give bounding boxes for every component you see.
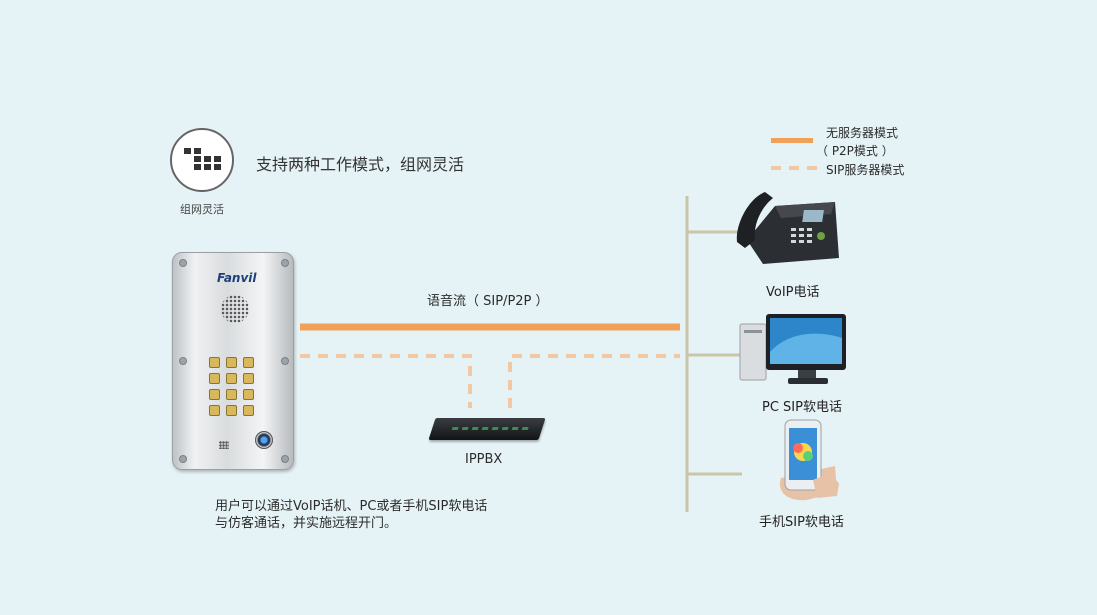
grid-network-icon — [184, 148, 221, 170]
description-line-2: 与仿客通话，并实施远程开门。 — [215, 516, 398, 531]
mobile-phone-icon — [779, 419, 839, 501]
pc-icon — [739, 314, 846, 384]
speaker-grille-icon — [221, 295, 249, 323]
ippbx-device — [428, 418, 546, 440]
voip-phone-icon — [736, 192, 839, 264]
legend-p2p-line — [771, 138, 813, 143]
keypad — [209, 357, 261, 421]
feature-title: 支持两种工作模式，组网灵活 — [256, 155, 465, 174]
microphone-icon — [219, 441, 229, 449]
voip-label: VoIP电话 — [766, 285, 820, 300]
description-line-1: 用户可以通过VoIP话机、PC或者手机SIP软电话 — [215, 499, 488, 514]
call-button-icon — [255, 431, 273, 449]
stream-label: 语音流（ SIP/P2P ） — [427, 294, 549, 309]
sip-path-right — [508, 354, 680, 408]
feature-caption: 组网灵活 — [180, 203, 224, 216]
legend-sip-label: SIP服务器模式 — [826, 163, 905, 177]
feature-icon-circle — [170, 128, 234, 192]
door-station: Fanvil — [172, 252, 294, 470]
pc-label: PC SIP软电话 — [762, 400, 842, 415]
legend-sip-line — [771, 166, 817, 170]
sip-path-left — [300, 354, 472, 408]
ippbx-label: IPPBX — [465, 452, 503, 467]
brand-logo: Fanvil — [217, 271, 257, 285]
mobile-label: 手机SIP软电话 — [759, 515, 844, 530]
legend-p2p-label-2: （ P2P模式 ） — [816, 144, 894, 158]
legend-p2p-label-1: 无服务器模式 — [826, 126, 899, 140]
